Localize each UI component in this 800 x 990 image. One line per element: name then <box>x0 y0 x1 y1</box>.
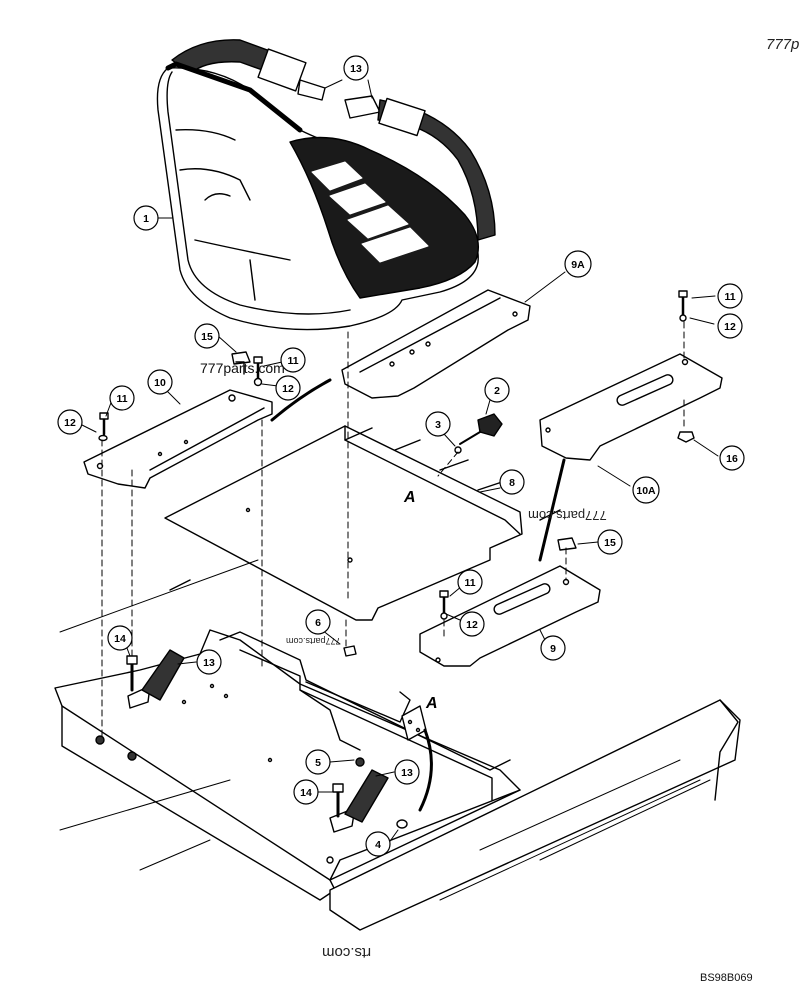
callout-13-b: 13 <box>401 767 413 779</box>
watermark-mid: 777parts.com <box>200 360 285 376</box>
callout-8-circle <box>499 469 525 495</box>
callout-12-b: 12 <box>282 383 294 395</box>
seat-assembly <box>156 61 479 331</box>
assembly-lines <box>101 321 685 741</box>
callout-12-c: 12 <box>64 417 76 429</box>
callout-11-b-circle <box>280 347 306 373</box>
watermark-tilted: 777parts.com <box>528 508 607 523</box>
cap-15-a <box>231 351 251 375</box>
callout-13-top-circle <box>343 55 369 81</box>
callout-13-a-circle <box>196 649 222 675</box>
callout-10a: 10A <box>636 485 656 497</box>
callout-14-b: 14 <box>300 787 312 799</box>
callout-12-d-circle <box>459 611 485 637</box>
callout-10-circle <box>147 369 173 395</box>
callout-13-a: 13 <box>203 657 215 669</box>
callout-leaders <box>79 79 719 845</box>
callout-1-circle <box>133 205 159 231</box>
callout-15-a-circle <box>194 323 220 349</box>
callout-10: 10 <box>154 377 166 389</box>
callout-14-b-circle <box>293 779 319 805</box>
callout-16-circle <box>719 445 745 471</box>
callout-11-d-circle <box>457 569 483 595</box>
callout-3-circle <box>425 411 451 437</box>
callout-11-c: 11 <box>116 393 127 405</box>
belt-anchor-left <box>126 649 185 709</box>
reference-a-upper: A <box>403 489 416 506</box>
seat-belt-strap-right <box>344 95 496 241</box>
callout-14-a-circle <box>107 625 133 651</box>
callout-9-circle <box>540 635 566 661</box>
callout-10a-circle <box>632 476 660 504</box>
watermark-top-right: 777p <box>766 36 800 53</box>
callout-6-circle <box>305 609 331 635</box>
callout-13-b-circle <box>394 759 420 785</box>
drawing-code: BS98B069 <box>700 972 753 984</box>
plate-10a <box>539 353 723 461</box>
callout-15-b-circle <box>597 529 623 555</box>
plate-9a <box>341 289 531 399</box>
watermark-bottom: rts.com <box>322 944 372 961</box>
seat-belt-strap-left <box>171 39 326 101</box>
nut-6 <box>343 645 357 657</box>
leader-9a-10 <box>270 378 332 422</box>
callout-1: 1 <box>143 213 149 225</box>
callout-2-circle <box>484 377 510 403</box>
knob-2 <box>459 413 503 445</box>
leader-a-bottom <box>418 728 433 812</box>
callout-12-a: 12 <box>724 321 736 333</box>
callout-5: 5 <box>315 757 321 769</box>
callout-11-d: 11 <box>464 577 475 589</box>
callout-12-a-circle <box>717 313 743 339</box>
bolt-11-d <box>439 590 449 620</box>
callout-11-c-circle <box>109 385 135 411</box>
callout-14-a: 14 <box>114 633 126 645</box>
washer-3 <box>454 446 462 454</box>
cap-15-b <box>557 537 577 551</box>
callout-11-a-circle <box>717 283 743 309</box>
callout-9a: 9A <box>571 259 585 271</box>
callout-13-top: 13 <box>350 63 362 75</box>
callout-11-b: 11 <box>287 355 298 367</box>
callout-11-a: 11 <box>724 291 735 303</box>
callout-15-b: 15 <box>604 537 616 549</box>
bolt-11-b <box>253 356 263 387</box>
callout-12-c-circle <box>57 409 83 435</box>
callout-8: 8 <box>509 477 515 489</box>
plate-9 <box>419 565 601 667</box>
watermark-small: 777parts.com <box>286 636 341 646</box>
leader-10a-9 <box>538 458 566 562</box>
bolt-11-a <box>678 290 688 322</box>
callout-9a-circle <box>564 250 592 278</box>
plate-10 <box>83 389 273 489</box>
nut-16 <box>677 431 695 443</box>
callout-12-b-circle <box>275 375 301 401</box>
bolt-11-c <box>98 412 109 442</box>
callout-9: 9 <box>550 643 556 655</box>
nut-5 <box>355 757 365 767</box>
callout-5-circle <box>305 749 331 775</box>
callout-15-a: 15 <box>201 331 213 343</box>
callout-3: 3 <box>435 419 441 431</box>
seat-pan-8 <box>164 425 523 621</box>
callout-4: 4 <box>375 839 381 851</box>
reference-a-lower: A <box>425 695 438 712</box>
callout-4-circle <box>365 831 391 857</box>
belt-anchor-right <box>329 769 389 833</box>
frame-structure <box>54 509 741 931</box>
callout-6: 6 <box>315 617 321 629</box>
callout-12-d: 12 <box>466 619 478 631</box>
callout-2: 2 <box>494 385 500 397</box>
callout-16: 16 <box>726 453 738 465</box>
washer-4 <box>396 819 408 829</box>
